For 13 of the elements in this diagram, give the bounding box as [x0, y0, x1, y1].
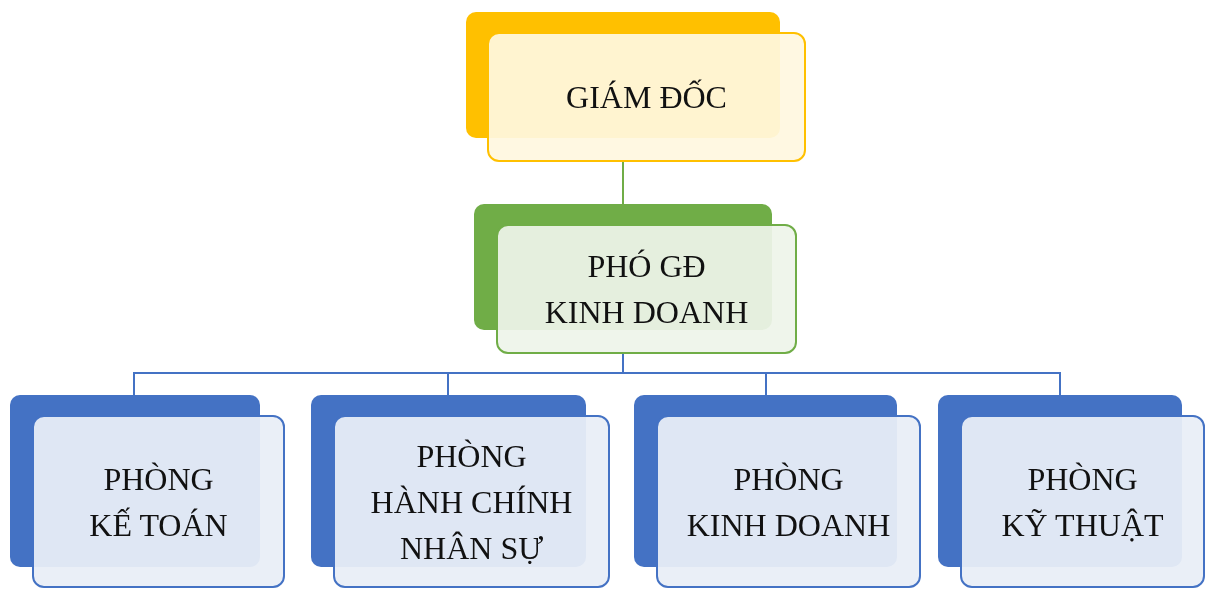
box-label: PHÓ GĐ KINH DOANH	[544, 247, 749, 332]
box-label: PHÒNG KINH DOANH	[686, 459, 891, 545]
org-box	[634, 395, 921, 588]
org-box	[474, 204, 797, 354]
org-box	[10, 395, 285, 588]
box-label: PHÒNG KỸ THUẬT	[1001, 459, 1164, 545]
connector-line	[622, 161, 624, 205]
box-label: GIÁM ĐỐC	[566, 78, 727, 117]
org-box	[466, 12, 806, 162]
box-label: PHÒNG HÀNH CHÍNH NHÂN SỰ	[370, 436, 573, 568]
org-box	[938, 395, 1205, 588]
org-box	[311, 395, 610, 588]
box-label: PHÒNG KẾ TOÁN	[89, 459, 228, 545]
